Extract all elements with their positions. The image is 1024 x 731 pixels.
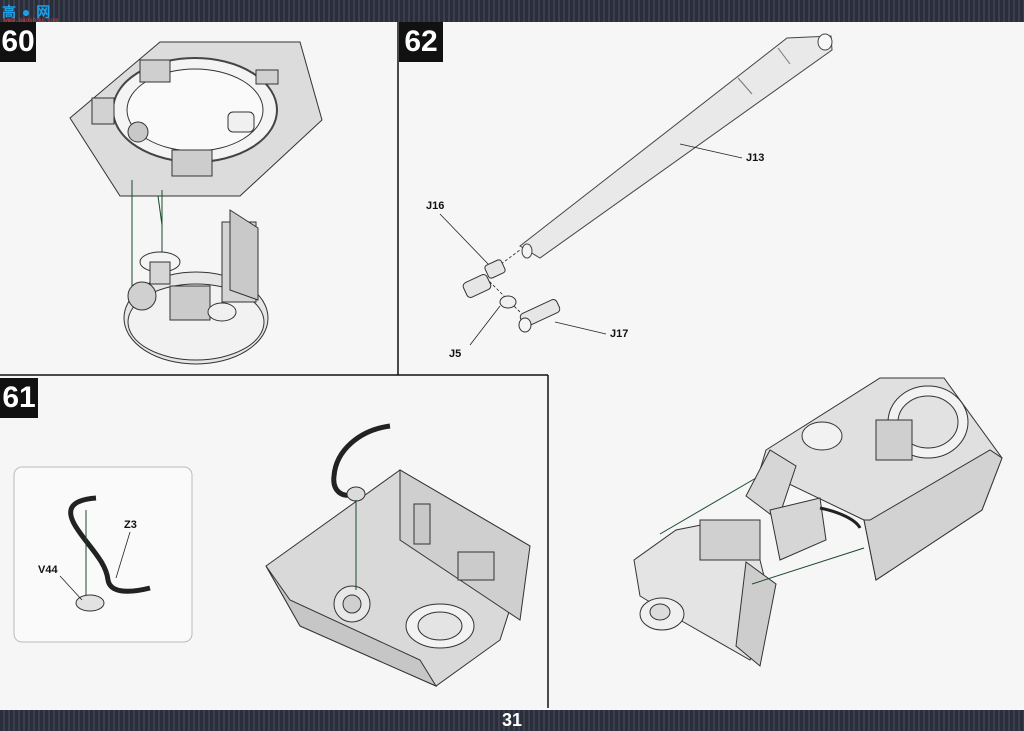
page-number: 31 [501, 710, 523, 730]
top-border-band [0, 0, 1024, 22]
step62-barrel-drawing [519, 33, 833, 259]
panel-frames [0, 22, 549, 708]
gun-mount-drawing [633, 497, 862, 667]
label-j16: J16 [426, 200, 445, 212]
step-60-badge: 60 [0, 22, 36, 62]
watermark-title: 高 ● 网 [2, 4, 52, 20]
label-z3: Z3 [124, 519, 137, 531]
step-62-badge: 62 [399, 22, 443, 62]
step61-inset-box [13, 466, 193, 643]
turret-guide-lines [659, 477, 865, 585]
step62-leader-lines [439, 143, 743, 346]
turret-shell-drawing [745, 377, 1003, 581]
label-v44: V44 [38, 564, 58, 576]
label-j5: J5 [449, 348, 462, 360]
label-j17: J17 [610, 328, 629, 340]
step-61-badge: 61 [0, 378, 38, 418]
site-watermark: 高 ● 网 www.gaoshou.com [2, 3, 72, 24]
watermark-url: www.gaoshou.com [4, 17, 59, 24]
bottom-border-band [0, 710, 1024, 731]
step62-breech-parts [462, 259, 561, 333]
step60-basket-drawing [123, 209, 269, 365]
label-j13: J13 [746, 152, 765, 164]
step60-turret-floor-drawing [69, 41, 323, 197]
step61-turret-interior-drawing [265, 423, 531, 688]
